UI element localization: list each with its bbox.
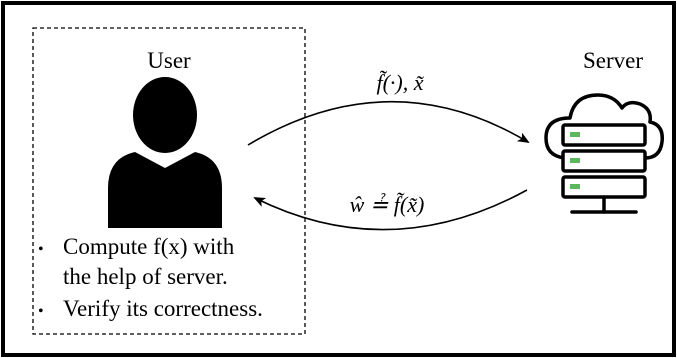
server-leds	[570, 132, 580, 189]
user-title: User	[147, 48, 191, 73]
to-user-label: ŵ ≟ f̃(x̃)	[350, 192, 425, 217]
cloud-server-icon	[544, 93, 664, 214]
bullet-line-2: the help of server.	[63, 264, 228, 289]
server-title: Server	[583, 48, 643, 73]
bullet-line-1: Compute f(x) with	[63, 234, 235, 259]
arrow-to-server	[247, 100, 530, 146]
to-server-label: f̃(·), x̃	[376, 70, 424, 95]
arrow-to-user	[253, 189, 528, 231]
user-silhouette-icon	[108, 77, 222, 228]
user-panel-box	[32, 27, 306, 335]
bullet-dot-2: •	[38, 303, 44, 320]
bullet-line-3: Verify its correctness.	[63, 296, 263, 321]
bullet-dot-1: •	[38, 241, 44, 258]
